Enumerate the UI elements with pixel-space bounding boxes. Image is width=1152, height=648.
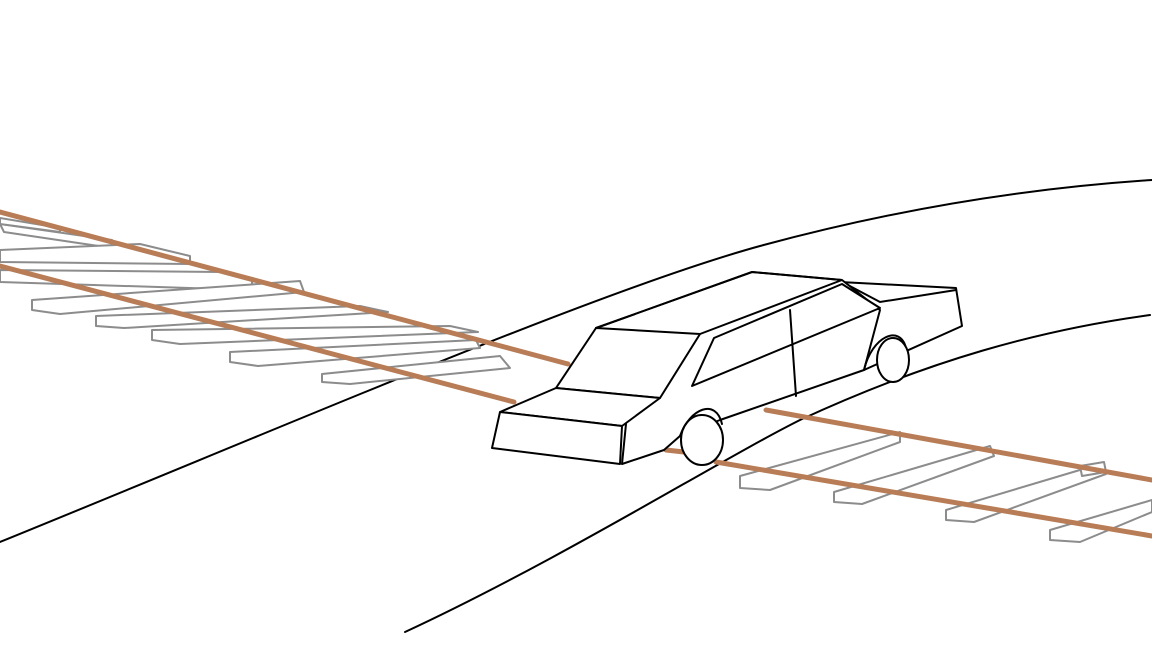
railroad-tie [739,431,901,491]
railroad-tie [95,305,389,329]
car-trunk-line [845,283,957,304]
road-edge-far [0,179,1152,543]
rail-near-left [0,263,517,405]
car-side-window [691,283,881,387]
rail-far-left [0,209,571,367]
railway-rails [0,209,1152,539]
car-front-bumper [491,411,623,465]
railroad-tie [1049,499,1152,543]
car-rear-wheel-arch [863,334,907,371]
railroad-tie [321,355,511,385]
railway-ties-left [0,217,511,385]
car-door-line [789,309,797,397]
rail-near-right [713,459,1152,539]
railroad-tie [31,280,305,315]
car-front-wheel [680,414,724,466]
railroad-tie [151,325,479,345]
rail-near-stub [663,447,687,455]
car-rear-wheel [876,337,910,383]
road-edge-near [404,314,1151,633]
road [0,179,1152,633]
car-roof-line [595,270,843,335]
car [491,270,963,466]
railroad-tie [229,339,481,367]
rail-far-right [763,407,1152,483]
